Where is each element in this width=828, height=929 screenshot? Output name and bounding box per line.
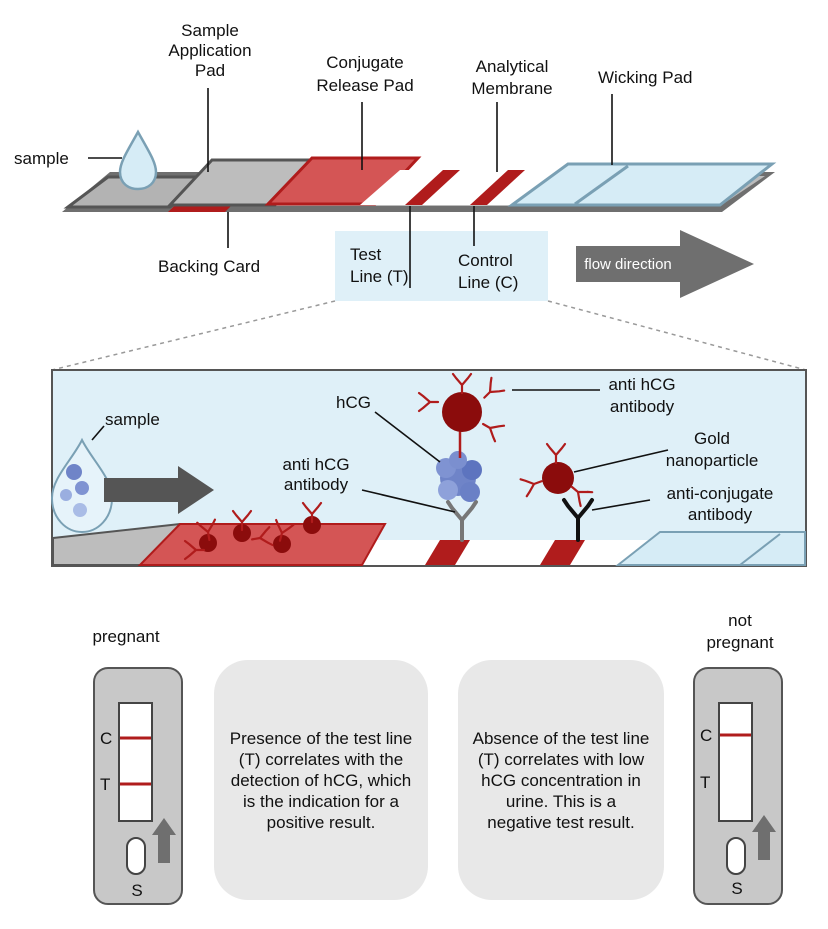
conjugated-gold-particles (183, 501, 323, 561)
membrane-label-1: Analytical (476, 57, 549, 76)
positive-cassette (93, 667, 183, 905)
positive-t-label: T (100, 775, 110, 794)
negative-result-card: Absence of the test line (T) correlates … (458, 660, 664, 900)
negative-sample-well (726, 837, 746, 875)
control-line-label-1: Control (458, 251, 513, 270)
positive-result-card: Presence of the test line (T) correlates… (214, 660, 428, 900)
conjugate-pad-label-2: Release Pad (316, 76, 413, 95)
zoom-sample-label: sample (105, 410, 160, 429)
sample-drop-icon (118, 129, 158, 191)
gold-label-2: nanoparticle (666, 451, 759, 470)
gold-nanoparticle-icon (542, 462, 574, 494)
control-line-label-2: Line (C) (458, 273, 518, 292)
anti-conjugate-label-2: antibody (688, 505, 753, 524)
hcg-label: hCG (336, 393, 371, 412)
hcg-blob-icon (436, 451, 482, 502)
anti-conjugate-label-1: anti-conjugate (667, 484, 774, 503)
conjugate-pad-label-1: Conjugate (326, 53, 404, 72)
sample-pad-label-2: Application (168, 41, 251, 60)
negative-c-label: C (700, 726, 712, 745)
zoom-conjugate-pad (137, 523, 387, 566)
sample-pad-label-1: Sample (181, 21, 239, 40)
positive-up-arrow-icon (152, 818, 176, 863)
capture-antibody-icon (446, 500, 478, 542)
line-highlight-box (335, 231, 548, 301)
zoom-wicking-pad (615, 531, 806, 566)
test-line-label-2: Line (T) (350, 267, 409, 286)
sample-pad-label-3: Pad (195, 61, 225, 80)
control-line-strip (470, 170, 525, 205)
not-pregnant-title-1: not (728, 611, 752, 630)
negative-s-label: S (731, 879, 742, 898)
negative-up-arrow-icon (752, 815, 776, 860)
not-pregnant-title-2: pregnant (706, 633, 773, 652)
hcg-molecule-icon (66, 464, 82, 480)
anti-hcg-right-label-2: antibody (610, 397, 675, 416)
membrane-label-2: Membrane (471, 79, 552, 98)
test-line-strip (405, 170, 460, 205)
anti-hcg-left-label-1: anti hCG (282, 455, 349, 474)
flow-direction-arrow (576, 230, 754, 298)
positive-s-label: S (131, 881, 142, 900)
negative-t-label: T (700, 773, 710, 792)
negative-cassette (693, 667, 783, 905)
zoom-control-line (540, 540, 585, 565)
test-strip (62, 129, 777, 212)
positive-sample-well (126, 837, 146, 875)
negative-result-text: Absence of the test line (T) correlates … (472, 728, 650, 832)
backing-card-label: Backing Card (158, 257, 260, 276)
flow-direction-label: flow direction (584, 256, 672, 273)
positive-c-label: C (100, 729, 112, 748)
zoom-panel (50, 369, 807, 567)
anti-hcg-right-label-1: anti hCG (608, 375, 675, 394)
zoom-flow-arrow (104, 466, 214, 514)
anti-hcg-left-label-2: antibody (284, 475, 349, 494)
sample-label: sample (14, 149, 69, 168)
wicking-pad-label: Wicking Pad (598, 68, 692, 87)
positive-result-text: Presence of the test line (T) correlates… (229, 728, 413, 832)
zoom-test-line (425, 540, 470, 565)
gold-label-1: Gold (694, 429, 730, 448)
pregnant-title: pregnant (92, 627, 159, 646)
gold-nanoparticle-top-icon (442, 392, 482, 432)
anti-conjugate-antibody-icon (562, 498, 594, 542)
test-line-label-1: Test (350, 245, 381, 264)
wicking-pad (507, 162, 777, 207)
